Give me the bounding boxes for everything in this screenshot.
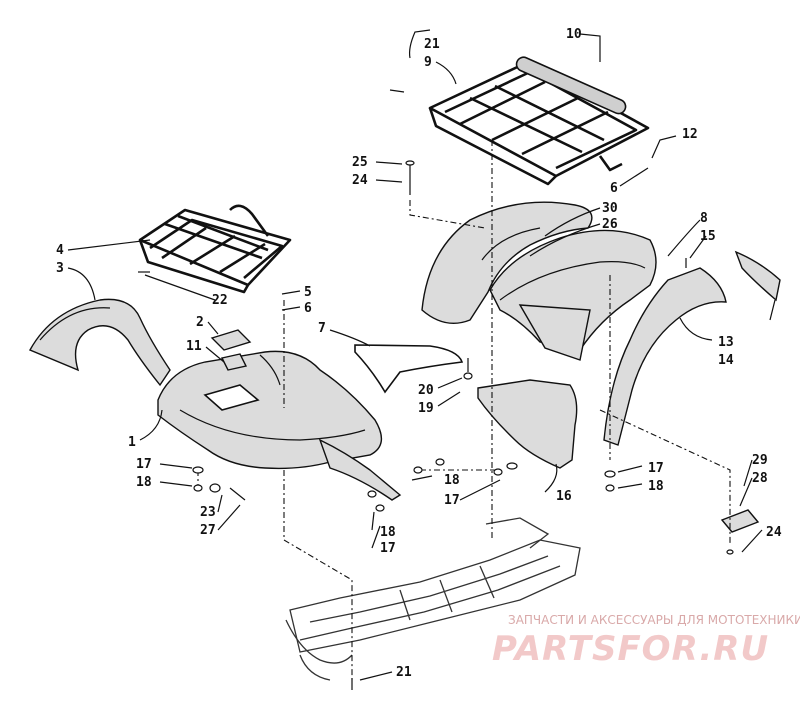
callout-19: 19 [418, 401, 434, 416]
callout-17-low: 17 [380, 541, 396, 556]
callout-3: 3 [56, 261, 64, 276]
callout-17-left: 17 [136, 457, 152, 472]
callout-2: 2 [196, 315, 204, 330]
bracket-28 [720, 509, 760, 533]
leader-lines [67, 29, 776, 681]
callout-14: 14 [718, 353, 734, 368]
plate-11 [220, 353, 248, 371]
callout-12: 12 [682, 127, 698, 142]
watermark-brand: PARTSFOR.RU [492, 629, 769, 669]
callout-6-rear: 6 [610, 181, 618, 196]
footwell-16 [477, 379, 578, 469]
callout-17-right: 17 [648, 461, 664, 476]
callout-21-top: 21 [424, 37, 440, 52]
callout-28: 28 [752, 471, 768, 486]
front-fender-3 [29, 298, 171, 387]
vehicle-frame [285, 517, 581, 681]
flap-part [734, 250, 781, 302]
callout-17-mid: 17 [444, 493, 460, 508]
callout-26: 26 [602, 217, 618, 232]
callout-5: 5 [304, 285, 312, 300]
callout-18-low: 18 [380, 525, 396, 540]
assembly-line [409, 200, 486, 229]
callout-18-right: 18 [648, 479, 664, 494]
callout-18-left: 18 [136, 475, 152, 490]
grab-bar-10 [515, 56, 627, 115]
callout-11: 11 [186, 339, 202, 354]
callout-24-right: 24 [766, 525, 782, 540]
callout-24-top: 24 [352, 173, 368, 188]
callout-20: 20 [418, 383, 434, 398]
callout-22: 22 [212, 293, 228, 308]
callout-6-front: 6 [304, 301, 312, 316]
callout-21-bottom: 21 [396, 665, 412, 680]
callout-25: 25 [352, 155, 368, 170]
fasteners [138, 89, 734, 690]
callout-13: 13 [718, 335, 734, 350]
side-panel-7 [354, 344, 464, 394]
callout-16: 16 [556, 489, 572, 504]
callout-4: 4 [56, 243, 64, 258]
front-body-1 [157, 350, 402, 501]
callout-9: 9 [424, 55, 432, 70]
callout-7: 7 [318, 321, 326, 336]
front-rack [138, 204, 292, 294]
assembly-line [283, 470, 353, 680]
rear-rack [428, 56, 650, 186]
callout-23: 23 [200, 505, 216, 520]
callout-1: 1 [128, 435, 136, 450]
plate-2 [210, 329, 252, 351]
callout-10: 10 [566, 27, 582, 42]
assembly-line [599, 409, 731, 545]
callout-8: 8 [700, 211, 708, 226]
callout-30: 30 [602, 201, 618, 216]
rear-fender-8 [421, 201, 657, 361]
callout-29: 29 [752, 453, 768, 468]
callout-15: 15 [700, 229, 716, 244]
callout-18-mid: 18 [444, 473, 460, 488]
watermark-tagline: ЗАПЧАСТИ И АКСЕССУАРЫ ДЛЯ МОТОТЕХНИКИ [508, 613, 800, 627]
callout-27: 27 [200, 523, 216, 538]
rear-fender-side-13 [603, 267, 727, 446]
